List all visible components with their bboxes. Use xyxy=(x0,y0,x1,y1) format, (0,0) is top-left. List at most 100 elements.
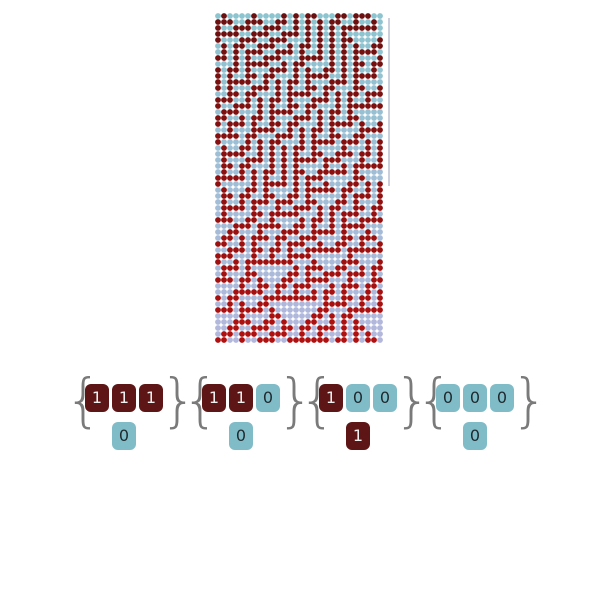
cell-off xyxy=(263,289,269,295)
cell-on xyxy=(269,181,275,187)
cell-on xyxy=(245,19,251,25)
cell-off xyxy=(227,13,233,19)
cell-on xyxy=(317,265,323,271)
cell-on xyxy=(233,49,239,55)
cell-on xyxy=(221,217,227,223)
cell-off xyxy=(365,55,371,61)
cell-on xyxy=(359,247,365,253)
cell-off xyxy=(287,169,293,175)
cell-on xyxy=(233,151,239,157)
cell-off xyxy=(233,199,239,205)
cell-off xyxy=(287,115,293,121)
cell-on xyxy=(311,127,317,133)
cell-off xyxy=(347,289,353,295)
cell-on xyxy=(335,247,341,253)
cell-on xyxy=(329,19,335,25)
cell-off xyxy=(239,271,245,277)
cell-off xyxy=(269,91,275,97)
cell-on xyxy=(221,163,227,169)
cell-on xyxy=(317,139,323,145)
cell-off xyxy=(335,115,341,121)
cell-on xyxy=(347,115,353,121)
cell-off xyxy=(227,169,233,175)
cell-on xyxy=(329,217,335,223)
cell-on xyxy=(233,55,239,61)
cell-off xyxy=(275,301,281,307)
cell-on xyxy=(335,301,341,307)
cell-on xyxy=(281,145,287,151)
cell-on xyxy=(263,73,269,79)
cell-off xyxy=(335,85,341,91)
cell-off xyxy=(269,271,275,277)
cell-on xyxy=(359,193,365,199)
cell-off xyxy=(347,133,353,139)
cell-on xyxy=(293,103,299,109)
cell-on xyxy=(227,175,233,181)
cell-off xyxy=(323,235,329,241)
cell-on xyxy=(221,151,227,157)
cell-off xyxy=(347,157,353,163)
cell-on xyxy=(281,19,287,25)
cell-off xyxy=(233,139,239,145)
cell-on xyxy=(335,271,341,277)
cell-on xyxy=(281,61,287,67)
cell-off xyxy=(377,337,383,343)
cell-on xyxy=(221,13,227,19)
cell-off xyxy=(371,325,377,331)
cell-off xyxy=(251,55,257,61)
cell-off xyxy=(227,157,233,163)
cell-on xyxy=(365,49,371,55)
cell-off xyxy=(359,313,365,319)
cell-off xyxy=(233,253,239,259)
cell-off xyxy=(377,115,383,121)
cell-off xyxy=(347,127,353,133)
cell-off xyxy=(305,49,311,55)
cell-on xyxy=(353,283,359,289)
cell-off xyxy=(359,331,365,337)
cell-off xyxy=(305,127,311,133)
cell-on xyxy=(341,121,347,127)
cell-on xyxy=(347,235,353,241)
cell-off xyxy=(215,283,221,289)
cell-off xyxy=(245,301,251,307)
cell-on xyxy=(215,37,221,43)
cell-on xyxy=(323,169,329,175)
cell-off xyxy=(341,115,347,121)
cell-on xyxy=(257,247,263,253)
cell-off xyxy=(269,85,275,91)
cell-off xyxy=(359,115,365,121)
cell-off xyxy=(245,253,251,259)
cell-off xyxy=(287,67,293,73)
cell-on xyxy=(353,25,359,31)
cell-off xyxy=(299,313,305,319)
cell-off xyxy=(347,31,353,37)
cell-off xyxy=(257,133,263,139)
cell-off xyxy=(281,121,287,127)
cell-on xyxy=(263,223,269,229)
cell-on xyxy=(341,151,347,157)
cell-on xyxy=(329,169,335,175)
cell-off xyxy=(329,163,335,169)
cell-off xyxy=(371,121,377,127)
cell-off xyxy=(287,55,293,61)
cell-off xyxy=(287,175,293,181)
cell-on xyxy=(329,79,335,85)
cell-on xyxy=(269,163,275,169)
cell-on xyxy=(335,13,341,19)
cell-off xyxy=(275,271,281,277)
cell-on xyxy=(311,295,317,301)
cell-on xyxy=(257,199,263,205)
cell-on xyxy=(221,253,227,259)
cell-off xyxy=(299,307,305,313)
cell-on xyxy=(233,175,239,181)
cell-on xyxy=(353,43,359,49)
cell-off xyxy=(329,259,335,265)
cell-off xyxy=(347,79,353,85)
cell-off xyxy=(269,205,275,211)
cell-off xyxy=(323,151,329,157)
cell-off xyxy=(281,271,287,277)
cell-on xyxy=(293,61,299,67)
cell-on xyxy=(275,241,281,247)
cell-off xyxy=(299,73,305,79)
cell-off xyxy=(341,181,347,187)
